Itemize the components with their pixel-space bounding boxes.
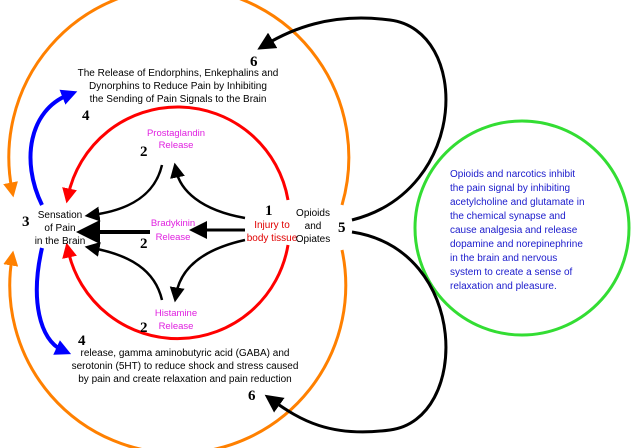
blue-arrow-bottom bbox=[34, 247, 72, 355]
step-6-top: 6 bbox=[250, 54, 258, 70]
orange-lower-circle bbox=[3, 249, 348, 448]
svg-text:Release: Release bbox=[159, 140, 194, 151]
svg-text:of Pain: of Pain bbox=[44, 223, 75, 234]
sensation-label: Sensation of Pain in the Brain bbox=[35, 210, 86, 247]
svg-text:the Sending of Pain Signals t: the Sending of Pain Signals to the Brain bbox=[90, 94, 267, 105]
step-4-top: 4 bbox=[82, 108, 90, 124]
green-circle bbox=[413, 119, 631, 337]
svg-text:Injury to: Injury to bbox=[254, 220, 290, 231]
svg-text:system to create a sense of: system to create a sense of bbox=[450, 267, 573, 278]
svg-text:the pain signal by inhibiting: the pain signal by inhibiting bbox=[450, 183, 570, 194]
svg-text:body tissue: body tissue bbox=[247, 233, 298, 244]
step-5: 5 bbox=[338, 220, 346, 236]
svg-text:Prostaglandin: Prostaglandin bbox=[147, 128, 205, 139]
svg-text:by pain and create relaxation: by pain and create relaxation and pain r… bbox=[78, 374, 291, 385]
step-2-prostaglandin: 2 bbox=[140, 144, 148, 160]
svg-text:Bradykinin: Bradykinin bbox=[151, 218, 195, 229]
svg-text:acetylcholine and glutamate in: acetylcholine and glutamate in bbox=[450, 197, 585, 208]
svg-text:relaxation and pleasure.: relaxation and pleasure. bbox=[450, 281, 557, 292]
orange-upper-circle bbox=[3, 0, 351, 206]
black-upper-loop bbox=[257, 16, 448, 222]
step-2-bradykinin: 2 bbox=[140, 236, 148, 252]
svg-text:the chemical synapse and: the chemical synapse and bbox=[450, 211, 566, 222]
prostaglandin-label: Prostaglandin Release bbox=[147, 128, 205, 151]
bradykinin-label: Bradykinin Release bbox=[151, 218, 195, 243]
step-4-bottom: 4 bbox=[78, 333, 86, 349]
svg-text:Opioids and narcotics inhibit: Opioids and narcotics inhibit bbox=[450, 169, 575, 180]
svg-text:Release: Release bbox=[156, 232, 191, 243]
step-2-histamine: 2 bbox=[140, 320, 148, 336]
arrow-to-prostaglandin bbox=[170, 162, 246, 220]
histamine-label: Histamine Release bbox=[155, 308, 197, 332]
red-upper-arc bbox=[62, 105, 290, 204]
svg-text:The Release of Endorphins, Enk: The Release of Endorphins, Enkephalins a… bbox=[78, 68, 279, 79]
step-6-bottom: 6 bbox=[248, 388, 256, 404]
gaba-text: release, gamma aminobutyric acid (GABA) … bbox=[72, 348, 299, 385]
svg-text:release, gamma aminobutyric ac: release, gamma aminobutyric acid (GABA) … bbox=[81, 348, 290, 359]
step-3: 3 bbox=[22, 214, 30, 230]
svg-text:in the Brain: in the Brain bbox=[35, 236, 86, 247]
arrow-histamine-to-brain bbox=[84, 241, 164, 301]
svg-text:Sensation: Sensation bbox=[38, 210, 82, 221]
svg-text:Histamine: Histamine bbox=[155, 308, 197, 319]
arrow-prostaglandin-to-brain bbox=[84, 164, 164, 222]
arrow-to-histamine bbox=[169, 238, 246, 303]
svg-text:Opioids: Opioids bbox=[296, 208, 330, 219]
svg-text:Opiates: Opiates bbox=[296, 234, 330, 245]
svg-text:cause analgesia and release: cause analgesia and release bbox=[450, 225, 578, 236]
endorphins-text: The Release of Endorphins, Enkephalins a… bbox=[78, 68, 279, 105]
svg-text:dopamine and norepinephrine: dopamine and norepinephrine bbox=[450, 239, 583, 250]
svg-text:serotonin (5HT) to reduce shoc: serotonin (5HT) to reduce shock and stre… bbox=[72, 361, 299, 372]
injury-label: Injury to body tissue bbox=[247, 220, 298, 244]
black-lower-loop bbox=[264, 230, 448, 434]
red-lower-arc bbox=[62, 242, 290, 341]
opioid-explanation-text: Opioids and narcotics inhibit the pain s… bbox=[450, 169, 585, 292]
svg-text:Release: Release bbox=[159, 321, 194, 332]
blue-arrow-top bbox=[28, 89, 78, 206]
svg-text:in the brain and nervous: in the brain and nervous bbox=[450, 253, 557, 264]
svg-text:and: and bbox=[305, 221, 322, 232]
step-1: 1 bbox=[265, 203, 273, 219]
svg-text:Dynorphins to Reduce Pain by I: Dynorphins to Reduce Pain by Inhibiting bbox=[89, 81, 267, 92]
opioids-label: Opioids and Opiates bbox=[296, 208, 330, 245]
